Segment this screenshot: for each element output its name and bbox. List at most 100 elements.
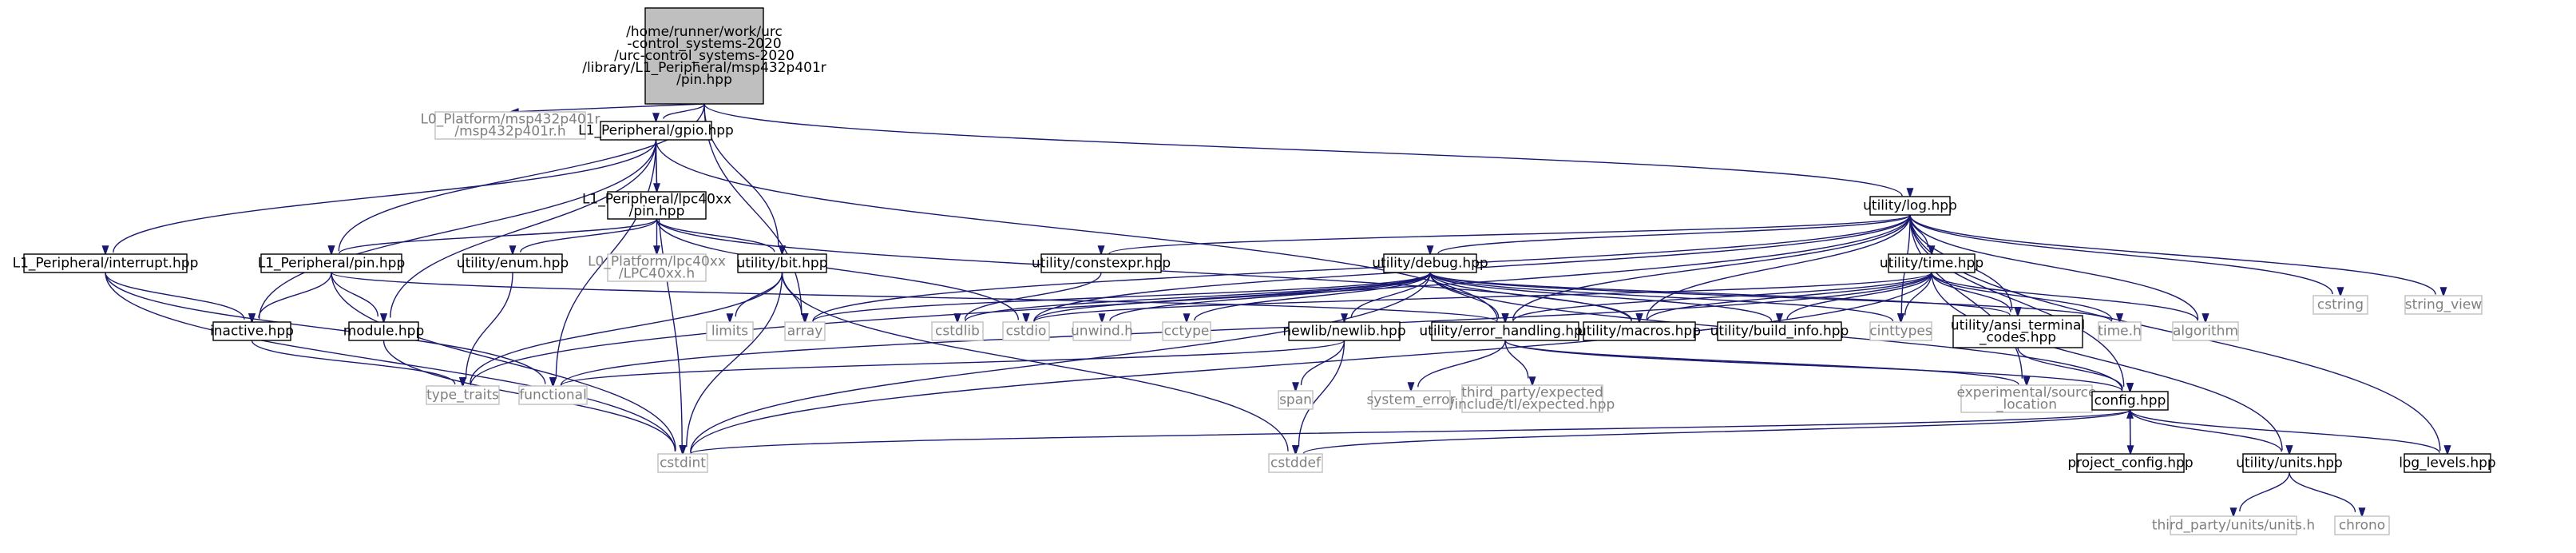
node-label: system_error <box>1366 392 1455 408</box>
node-label: third_party/units/units.h <box>2152 518 2315 534</box>
node-label: utility/debug.hpp <box>1372 256 1488 272</box>
node-lpc_pin[interactable]: L1_Peripheral/lpc40xx/pin.hpp <box>582 191 731 220</box>
node-label: type_traits <box>426 388 499 404</box>
node-label: cstddef <box>1270 456 1322 471</box>
node-newlib[interactable]: newlib/newlib.hpp <box>1282 321 1406 341</box>
node-box <box>2404 453 2491 473</box>
node-macros[interactable]: utility/macros.hpp <box>1578 321 1701 341</box>
node-units[interactable]: utility/units.hpp <box>2236 453 2343 473</box>
node-module[interactable]: module.hpp <box>343 321 424 341</box>
node-cstddef: cstddef <box>1268 453 1323 473</box>
edge-error_handling-to-expected <box>1504 340 1536 388</box>
node-label: chrono <box>2339 518 2385 534</box>
edges-layer <box>101 103 2451 519</box>
edge-enum-to-type_traits <box>459 272 513 388</box>
node-box <box>2242 453 2336 473</box>
node-label: cstdint <box>660 456 706 471</box>
edge-log-to-debug <box>1426 214 1911 257</box>
edge-pin_msp-to-gpio <box>652 103 705 124</box>
edge-time-to-ansi <box>1931 272 2022 318</box>
edge-lpc_pin-to-enum <box>509 218 658 257</box>
node-box <box>600 121 712 141</box>
edge-time-to-build_info <box>1776 272 1932 324</box>
node-label: string_view <box>2405 297 2483 313</box>
edge-log-to-error_handling <box>1501 214 1911 324</box>
edge-config-to-cstdint <box>679 409 2131 456</box>
edge-debug-to-cstdio <box>1022 272 1431 324</box>
node-constexpr[interactable]: utility/constexpr.hpp <box>1032 253 1171 273</box>
node-box <box>1461 384 1603 413</box>
node-project_config[interactable]: project_config.hpp <box>2067 453 2194 473</box>
node-label: log_levels.hpp <box>2399 456 2495 471</box>
node-string_view: string_view <box>2404 295 2483 315</box>
node-gpio[interactable]: L1_Peripheral/gpio.hpp <box>578 121 734 141</box>
node-expected: third_party/expected/include/tl/expected… <box>1450 384 1615 413</box>
node-error_handling[interactable]: utility/error_handling.hpp <box>1419 321 1591 341</box>
node-box <box>1583 321 1696 341</box>
node-enum[interactable]: utility/enum.hpp <box>457 253 569 273</box>
node-label: inactive.hpp <box>210 324 294 340</box>
edge-log-to-constexpr <box>1097 214 1911 257</box>
node-box <box>2091 391 2169 411</box>
node-box <box>1431 321 1579 341</box>
node-inactive[interactable]: inactive.hpp <box>210 321 294 341</box>
node-label: _location <box>1995 397 2057 413</box>
node-label: /library/L1_Peripheral/msp432p401r <box>582 60 826 76</box>
edge-project_config-to-config <box>2126 408 2134 455</box>
node-bit[interactable]: utility/bit.hpp <box>736 253 828 273</box>
edge-gpio-to-module <box>380 139 657 324</box>
node-box <box>1278 390 1314 410</box>
node-label: cinttypes <box>1869 324 1932 340</box>
node-chrono: chrono <box>2334 515 2390 535</box>
node-box <box>462 253 563 273</box>
node-time[interactable]: utility/time.hpp <box>1880 253 1984 273</box>
node-label: /include/tl/expected.hpp <box>1450 397 1615 413</box>
node-interrupt[interactable]: L1_Peripheral/interrupt.hpp <box>13 253 199 273</box>
node-label: utility/macros.hpp <box>1578 324 1701 340</box>
edge-pin-to-module <box>331 272 387 324</box>
node-pin_msp: /home/runner/work/urc-control_systems-20… <box>582 7 826 105</box>
edge-log-to-string_view <box>1909 214 2447 298</box>
node-label: /home/runner/work/urc <box>626 24 783 40</box>
node-label: _codes.hpp <box>1979 330 2056 346</box>
node-label: time.h <box>2098 324 2142 340</box>
node-box <box>706 321 754 341</box>
edge-log-to-type_traits <box>459 214 1911 388</box>
edge-debug-to-array <box>801 272 1431 324</box>
node-label: cctype <box>1164 324 1210 340</box>
edge-lpc_pin-to-bit <box>656 218 786 257</box>
node-units_h: third_party/units/units.h <box>2152 515 2315 535</box>
edge-inactive-to-type_traits <box>251 340 466 388</box>
node-label: -control_systems-2020 <box>627 36 781 52</box>
node-label: /pin.hpp <box>676 72 732 88</box>
node-label: /LPC40xx.h <box>619 266 695 282</box>
node-box <box>2170 515 2297 535</box>
node-label: L0_Platform/msp432p401r <box>420 112 600 128</box>
node-pin[interactable]: L1_Peripheral/pin.hpp <box>258 253 406 273</box>
node-box <box>1002 321 1050 341</box>
node-ansi[interactable]: utility/ansi_terminal_codes.hpp <box>1951 315 2085 348</box>
node-box <box>931 321 984 341</box>
node-log_levels[interactable]: log_levels.hpp <box>2399 453 2496 473</box>
node-label: span <box>1279 392 1312 408</box>
node-label: cstdlib <box>935 324 980 340</box>
edge-gpio-to-inactive <box>248 139 657 324</box>
edge-time-to-algorithm <box>1931 272 2209 324</box>
node-label: algorithm <box>2173 324 2238 340</box>
node-algorithm: algorithm <box>2172 321 2239 341</box>
node-build_info[interactable]: utility/build_info.hpp <box>1710 321 1849 341</box>
node-box <box>434 111 586 140</box>
node-limits: limits <box>706 321 754 341</box>
node-label: cstring <box>2317 297 2364 313</box>
edge-config-to-log_levels <box>2129 409 2451 456</box>
node-label: functional <box>519 388 587 404</box>
node-box <box>1717 321 1842 341</box>
node-array: array <box>784 321 826 341</box>
node-label: array <box>787 324 823 340</box>
node-debug[interactable]: utility/debug.hpp <box>1372 253 1488 273</box>
node-log[interactable]: utility/log.hpp <box>1863 196 1957 216</box>
node-config[interactable]: config.hpp <box>2091 391 2169 411</box>
node-box <box>1072 321 1131 341</box>
node-box <box>2404 295 2483 315</box>
edge-error_handling-to-system_error <box>1407 340 1506 393</box>
